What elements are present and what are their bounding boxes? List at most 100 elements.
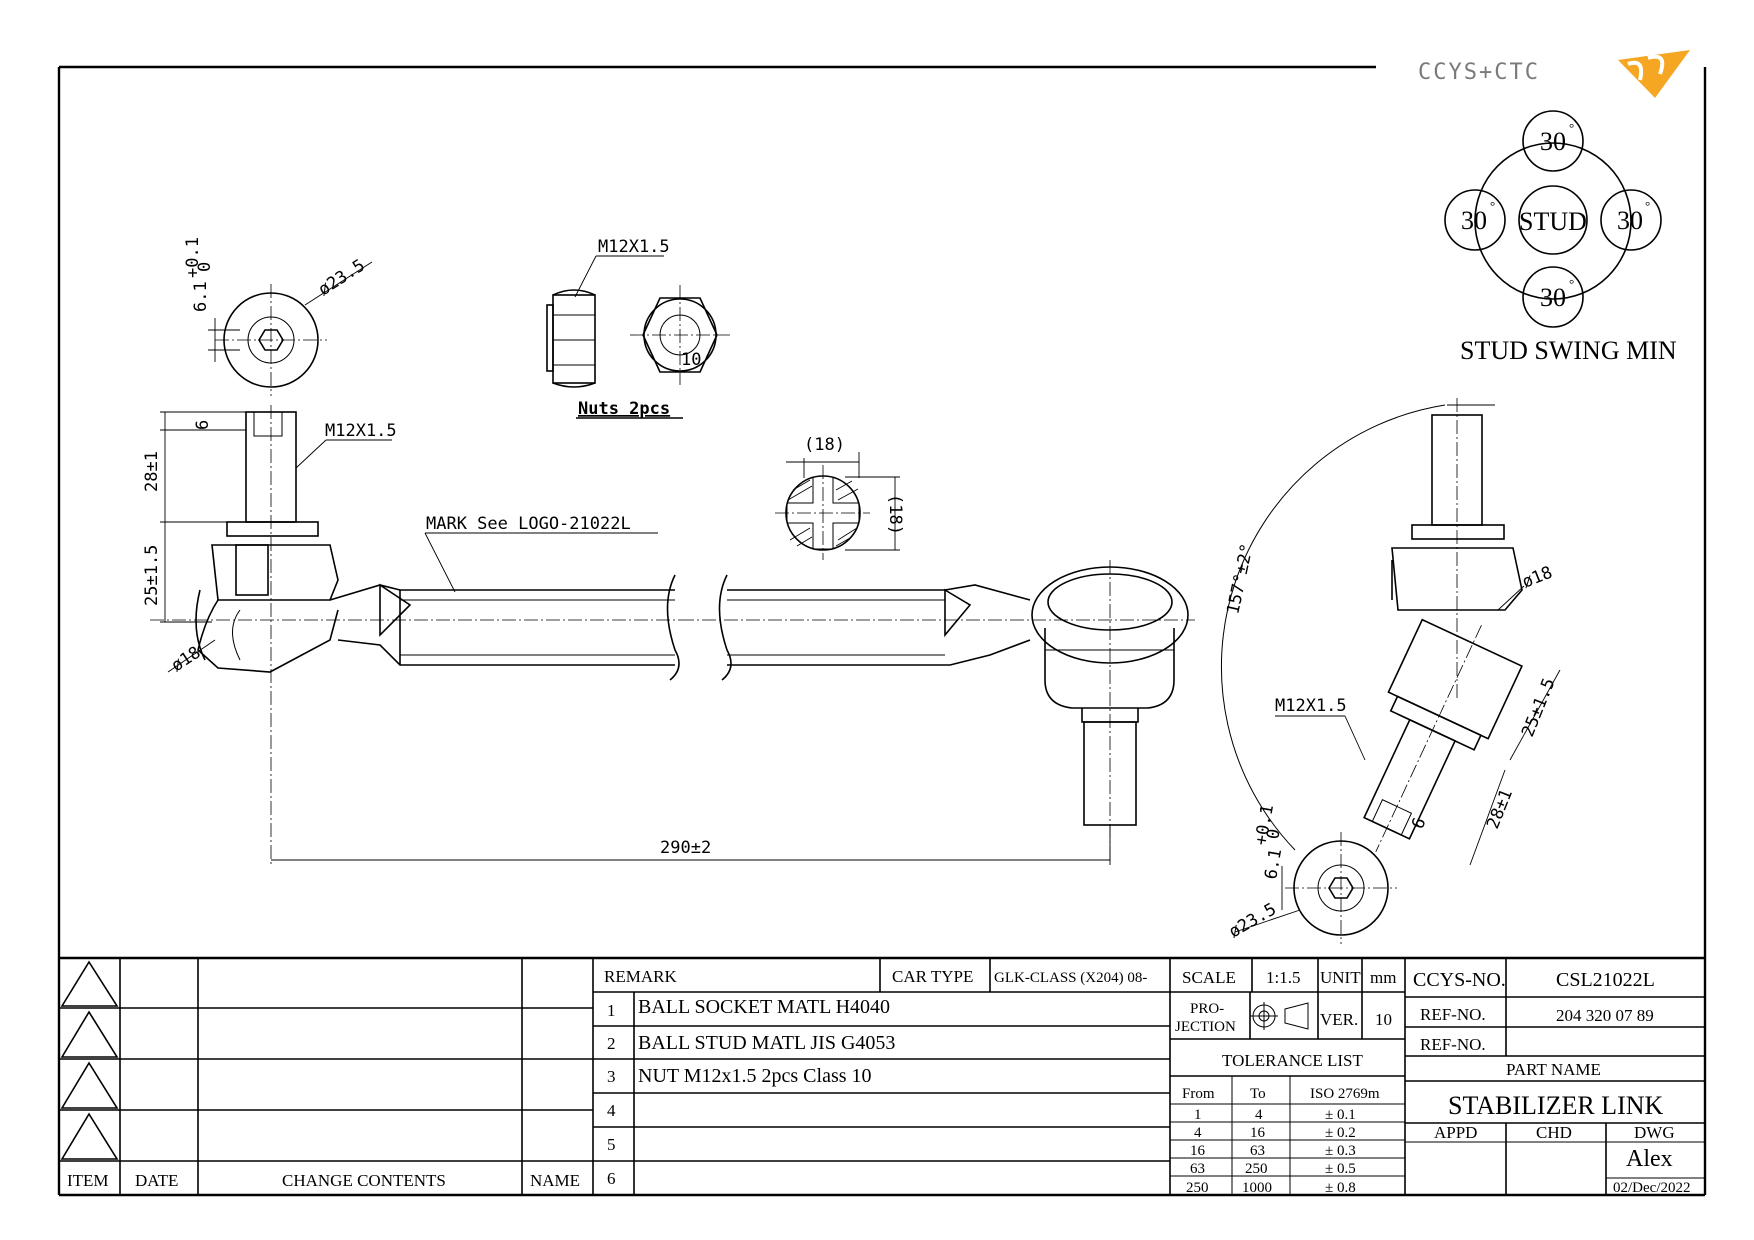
nuts-drawing: 10 M12X1.5 Nuts 2pcs (546, 237, 730, 419)
svg-text:± 0.8: ± 0.8 (1325, 1180, 1356, 1196)
svg-text:63: 63 (1190, 1161, 1205, 1177)
svg-text:3: 3 (607, 1067, 616, 1086)
r-thread: M12X1.5 (1275, 696, 1347, 716)
sheet-border (57, 65, 1707, 1197)
part-name-label: PART NAME (1506, 1060, 1601, 1079)
svg-text:4: 4 (607, 1101, 616, 1120)
svg-text:+0.1: +0.1 (183, 237, 203, 278)
svg-text:4: 4 (1194, 1125, 1202, 1141)
swing-left: 30 (1461, 206, 1487, 235)
stud-swing-diagram: 30 30 30 30 STUD ° ° ° ° STUD SWING MIN (1444, 110, 1677, 365)
svg-text:DWG: DWG (1634, 1123, 1675, 1142)
ver-label: VER. (1320, 1010, 1358, 1029)
svg-text:± 0.2: ± 0.2 (1325, 1125, 1356, 1141)
svg-text:°: ° (1569, 276, 1574, 291)
svg-text:2: 2 (607, 1034, 616, 1053)
mark-note: MARK See LOGO-21022L (426, 514, 631, 534)
right-end-view: 6.1 +0.1 0 ø23.5 (1226, 803, 1397, 944)
scale-label: SCALE (1182, 968, 1236, 987)
svg-text:0: 0 (1263, 827, 1284, 841)
company-logo: CCYS+CTC (1418, 50, 1690, 98)
svg-text:PRO-: PRO- (1190, 1001, 1224, 1017)
remark-1: BALL SOCKET MATL H4040 (638, 996, 890, 1018)
svg-text:APPD: APPD (1434, 1123, 1477, 1142)
r-end-dia: ø23.5 (1226, 899, 1280, 942)
svg-text:250: 250 (1245, 1161, 1268, 1177)
revision-table: ITEM DATE CHANGE CONTENTS NAME (59, 958, 594, 1195)
svg-text:0: 0 (195, 262, 215, 272)
nut-width-mark: 10 (681, 350, 701, 370)
r-end-depth: 6.1 (1261, 847, 1286, 881)
logo-text: CCYS+CTC (1418, 60, 1540, 85)
swing-right: 30 (1617, 206, 1643, 235)
scale-value: 1:1.5 (1266, 968, 1300, 987)
logo-mark-icon (1618, 50, 1690, 98)
unit-value: mm (1370, 968, 1396, 987)
svg-text:5: 5 (607, 1135, 616, 1154)
remark-header: REMARK (604, 967, 677, 986)
col-date: DATE (135, 1171, 178, 1190)
col-item: ITEM (67, 1171, 109, 1190)
svg-text:°: ° (1645, 198, 1650, 213)
ver-value: 10 (1375, 1010, 1392, 1029)
ids-block: CCYS-NO. CSL21022L REF-NO. 204 320 07 89… (1404, 958, 1705, 1196)
remarks-table: REMARK CAR TYPE GLK-CLASS (X204) 08- 1 B… (593, 958, 1170, 1195)
overall-length: 290±2 (660, 838, 711, 858)
swing-bottom: 30 (1540, 283, 1566, 312)
stud-swing-view: 157°±2° ø18 M12X1.5 25±1.5 28±1 6 (1220, 398, 1561, 866)
left-end-view: 6.1 +0.1 0 ø23.5 (183, 237, 373, 396)
part-name: STABILIZER LINK (1448, 1091, 1663, 1120)
projection-symbol-icon (1250, 1002, 1309, 1030)
ref2-label: REF-NO. (1420, 1035, 1486, 1054)
car-type-value: GLK-CLASS (X204) 08- (994, 970, 1147, 986)
svg-text:250: 250 (1186, 1180, 1209, 1196)
ccys-label: CCYS-NO. (1413, 969, 1506, 991)
title-block: ITEM DATE CHANGE CONTENTS NAME REMARK CA… (59, 956, 1705, 1196)
svg-text:± 0.5: ± 0.5 (1325, 1161, 1356, 1177)
drawing-date: 02/Dec/2022 (1613, 1180, 1690, 1196)
section-width: (18) (804, 435, 845, 455)
svg-text:16: 16 (1250, 1125, 1266, 1141)
stud-length: 28±1 (142, 451, 162, 492)
ref1-value: 204 320 07 89 (1556, 1006, 1654, 1025)
svg-text:From: From (1182, 1086, 1215, 1102)
unit-label: UNIT (1320, 968, 1361, 987)
swing-caption: STUD SWING MIN (1460, 336, 1677, 365)
svg-text:63: 63 (1250, 1143, 1265, 1159)
remark-3: NUT M12x1.5 2pcs Class 10 (638, 1065, 872, 1087)
spec-block: SCALE 1:1.5 UNIT mm PRO- JECTION VER. 10 (1169, 958, 1405, 1195)
svg-text:16: 16 (1190, 1143, 1206, 1159)
r-body-height: 25±1.5 (1518, 675, 1560, 739)
svg-text:JECTION: JECTION (1175, 1019, 1236, 1035)
svg-text:1000: 1000 (1242, 1180, 1272, 1196)
svg-text:To: To (1250, 1086, 1266, 1102)
svg-text:1: 1 (1194, 1107, 1202, 1123)
col-name: NAME (530, 1171, 580, 1190)
swing-top: 30 (1540, 127, 1566, 156)
ref1-label: REF-NO. (1420, 1005, 1486, 1024)
end-dia: ø23.5 (315, 256, 369, 301)
svg-text:+0.1: +0.1 (1251, 803, 1278, 847)
swing-angle: 157°±2° (1223, 542, 1257, 616)
svg-text:± 0.3: ± 0.3 (1325, 1143, 1356, 1159)
hex-depth: 6 (193, 420, 213, 430)
nuts-label: Nuts 2pcs (578, 399, 670, 419)
section-height: (18) (885, 494, 905, 535)
svg-text:1: 1 (607, 1001, 616, 1020)
car-type-label: CAR TYPE (892, 967, 973, 986)
svg-text:CHD: CHD (1536, 1123, 1572, 1142)
svg-text:6: 6 (607, 1169, 616, 1188)
r-ball-dia: ø18 (1519, 563, 1555, 593)
svg-text:± 0.1: ± 0.1 (1325, 1107, 1356, 1123)
svg-text:ISO 2769m: ISO 2769m (1310, 1086, 1380, 1102)
svg-text:4: 4 (1255, 1107, 1263, 1123)
ccys-value: CSL21022L (1556, 969, 1655, 991)
tolerance-table: TOLERANCE LIST From To ISO 2769m 1 4 ± 0… (1170, 1051, 1405, 1196)
svg-text:°: ° (1569, 120, 1574, 135)
remark-2: BALL STUD MATL JIS G4053 (638, 1032, 895, 1054)
nut-thread: M12X1.5 (598, 237, 670, 257)
svg-text:°: ° (1490, 198, 1495, 213)
drawer-name: Alex (1626, 1146, 1673, 1172)
revision-triangle-icon (60, 960, 119, 1160)
